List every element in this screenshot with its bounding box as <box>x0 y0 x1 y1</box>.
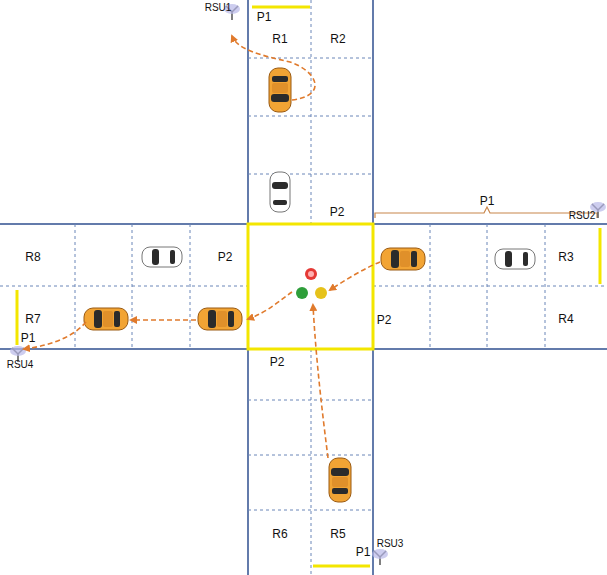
rsu-label: RSU2 <box>569 211 596 221</box>
rsu-label: RSU1 <box>205 3 232 13</box>
zone-label: P2 <box>270 356 285 368</box>
zone-label: P1 <box>356 546 371 558</box>
zone-label: R6 <box>272 528 287 540</box>
zone-label: R1 <box>272 33 287 45</box>
zone-label: P2 <box>218 251 233 263</box>
zone-label: R8 <box>25 251 40 263</box>
zone-label: P1 <box>257 11 272 23</box>
zone-label: P2 <box>377 314 392 326</box>
zone-label: R4 <box>558 313 573 325</box>
zone-label: P2 <box>330 206 345 218</box>
rsu-label: RSU4 <box>7 360 34 370</box>
zone-label: R7 <box>25 313 40 325</box>
rsu-label: RSU3 <box>377 539 404 549</box>
zone-label: R2 <box>330 33 345 45</box>
zone-label: R5 <box>330 528 345 540</box>
zone-label: P1 <box>480 195 495 207</box>
zone-label: P1 <box>21 332 36 344</box>
zone-label: R3 <box>558 251 573 263</box>
